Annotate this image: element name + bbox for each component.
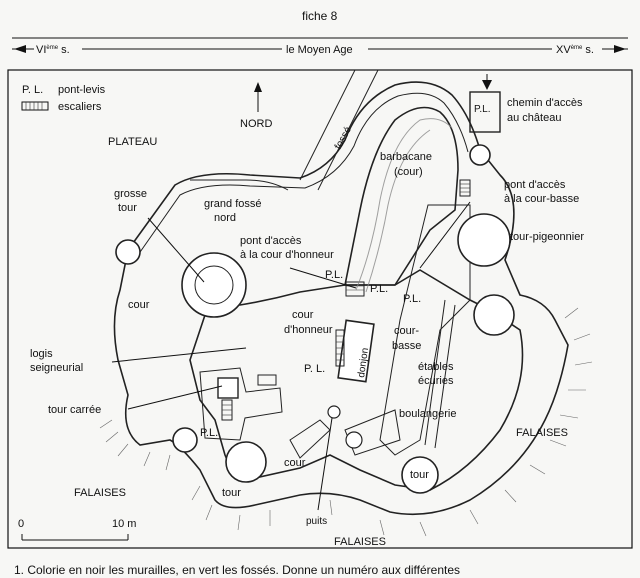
label-falaises-w: FALAISES [74,487,126,499]
tower-southwest [172,427,198,453]
label-etables-l1: étables [418,361,454,373]
label-pl-3: P.L. [403,293,421,305]
timeline-end-sup: ème [571,45,583,51]
logis-block [199,367,283,441]
well [327,405,341,419]
moat-band [190,69,379,191]
legend: P. L. pont-levis escaliers [21,84,106,113]
label-pl-5: P.L. [200,427,218,439]
gate-chemin [469,91,501,133]
compass: NORD [240,82,272,130]
label-pont-cour-basse-l1: pont d'accès [504,179,566,191]
label-cour-basse-l1: cour- [394,325,419,337]
label-chemin-l1: chemin d'accès [507,97,583,109]
stairs-donjon [335,329,345,367]
label-pl-4: P. L. [304,363,325,375]
sheet-title: fiche 8 [302,9,338,23]
timeline-end-suffix: s. [582,44,594,56]
label-barbacane-l2: (cour) [394,166,423,178]
timeline-middle-label: le Moyen Age [286,44,353,56]
scale-bar: 0 10 m [18,518,136,541]
label-falaises-e: FALAISES [516,427,568,439]
label-boulangerie: boulangerie [399,408,457,420]
label-cour-honneur-l2: d'honneur [284,324,333,336]
label-pl-1: P.L. [325,269,343,281]
label-pont-cour-honneur-l1: pont d'accès [240,235,302,247]
label-puits: puits [306,516,327,527]
label-chemin-l2: au château [507,112,561,124]
label-tour-pigeonnier: tour-pigeonnier [510,231,584,243]
tower-barbacane [469,144,491,166]
label-grosse-tour-l1: grosse [114,188,147,200]
label-grand-fosse-l1: grand fossé [204,198,261,210]
north-arrow-icon [254,82,262,92]
legend-pl-key: P. L. [22,84,43,96]
timeline-start-sup: ème [46,45,58,51]
label-pl-2: P.L. [370,283,388,295]
timeline-end-label: XV [556,44,571,56]
timeline: VIème s. le Moyen Age XVème s. [12,37,628,56]
label-cour-west: cour [128,299,150,311]
label-grosse-tour-l2: tour [118,202,137,214]
instruction-text: 1. Colorie en noir les murailles, en ver… [14,563,460,577]
legend-pl-text: pont-levis [58,84,106,96]
label-barbacane-l1: barbacane [380,151,432,163]
plan-frame [7,69,633,549]
label-falaises-s: FALAISES [334,536,386,548]
label-tour-carree: tour carrée [48,404,101,416]
scale-zero: 0 [18,518,24,530]
cliff-hatching [99,307,593,537]
label-pl-gate: P.L. [474,104,491,115]
stairs-icon [21,101,49,111]
donjon [337,319,375,383]
label-cour-honneur-l1: cour [292,309,314,321]
stairs-barbacane [459,179,471,197]
tour-pigeonnier [457,213,511,267]
label-grand-fosse-l2: nord [214,212,236,224]
barbacane-wall [344,106,459,286]
legend-stairs-text: escaliers [58,101,102,113]
label-cour-south: cour [284,457,306,469]
svg-text:XVème s.: XVème s. [556,44,594,56]
compass-label: NORD [240,118,272,130]
label-tour-east: tour [410,469,429,481]
scale-ten: 10 m [112,518,136,530]
label-cour-basse-l2: basse [392,340,421,352]
tower-nw [115,239,141,265]
label-tour-south: tour [222,487,241,499]
stairs-tower-south [221,399,233,421]
tower-southeast [401,456,439,494]
bridge-cour-honneur [345,281,365,297]
svg-text:VIème s.: VIème s. [36,44,70,56]
timeline-left-arrow-icon [14,45,26,53]
label-donjon: donjon [356,347,371,378]
leader-lines [111,201,471,511]
label-logis-l1: logis [30,348,53,360]
timeline-start-suffix: s. [58,44,70,56]
grosse-tour [181,252,247,318]
pencil-scribble [355,118,453,291]
label-pont-cour-honneur-l2: à la cour d'honneur [240,249,334,261]
label-etables-l2: écuries [418,375,454,387]
label-pont-cour-basse-l2: à la cour-basse [504,193,579,205]
tour-carree [217,377,239,399]
timeline-right-arrow-icon [614,45,626,53]
label-plateau: PLATEAU [108,136,157,148]
label-fosse: fossé [333,125,354,152]
label-logis-l2: seigneurial [30,362,83,374]
timeline-start-label: VI [36,44,46,56]
tower-south [225,441,267,483]
tower-east [473,294,515,336]
